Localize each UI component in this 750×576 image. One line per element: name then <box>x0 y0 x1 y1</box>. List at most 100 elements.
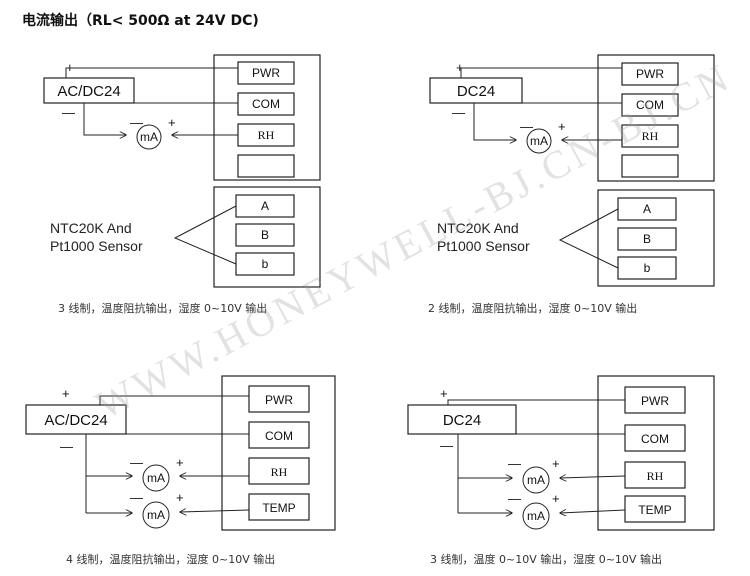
supply-box <box>429 77 523 104</box>
supply-label: DC24 <box>457 83 495 100</box>
terminal-label: COM <box>636 98 664 112</box>
diagram-1: PWR COM RH AC/DC24 + — mA — + A B b NTC2… <box>43 54 321 315</box>
wire-pwr <box>460 67 622 78</box>
terminal-empty <box>621 154 679 178</box>
supply-box <box>407 404 517 435</box>
terminal-label: PWR <box>265 393 293 407</box>
wire-meter-neg <box>473 103 516 140</box>
terminal-pwr <box>621 62 679 86</box>
terminal-label: COM <box>252 97 280 111</box>
minus-sign: — <box>62 105 75 120</box>
diagram-3: PWR COM RH TEMP AC/DC24 + — mA — + mA — … <box>25 375 336 566</box>
sensor-label-line1: NTC20K And <box>437 220 519 236</box>
meter-plus: + <box>168 115 176 130</box>
terminal-label: TEMP <box>638 503 671 517</box>
ma-meter <box>526 128 552 154</box>
terminal-label: PWR <box>252 66 280 80</box>
meter-minus: — <box>130 490 143 505</box>
terminal-label: RH <box>271 465 288 479</box>
page-title: 电流输出（RL< 500Ω at 24V DC) <box>22 13 259 29</box>
meter-plus: + <box>176 490 184 505</box>
wire-temp <box>180 510 250 512</box>
terminal-com <box>248 421 310 449</box>
terminal-com <box>621 93 679 117</box>
sensor-leads <box>558 208 619 269</box>
sensor-terminal-label: B <box>261 228 269 242</box>
meter-plus: + <box>552 456 560 471</box>
plus-sign: + <box>440 386 448 401</box>
wire-pwr <box>65 67 238 78</box>
terminal-temp <box>248 493 310 521</box>
wire-temp <box>560 510 626 513</box>
sensor-terminal-label: b <box>644 261 651 275</box>
caption: 2 线制，温度阻抗输出，湿度 0~10V 输出 <box>428 301 637 315</box>
terminal-label: RH <box>258 128 275 142</box>
ma-meter-label: mA <box>140 130 158 144</box>
sensor-block <box>213 186 321 288</box>
terminal-rh <box>624 461 686 489</box>
sensor-terminal-label: B <box>643 232 651 246</box>
supply-box <box>25 404 127 435</box>
supply-label: AC/DC24 <box>44 412 107 429</box>
terminal-label: COM <box>641 432 669 446</box>
supply-label: DC24 <box>443 412 481 429</box>
sensor-terminal-b <box>617 227 677 251</box>
terminal-block <box>221 375 336 531</box>
terminal-com <box>237 92 295 116</box>
terminal-rh <box>248 457 310 485</box>
sensor-terminal-b <box>235 223 295 247</box>
plus-sign: + <box>62 386 70 401</box>
meter-minus: — <box>130 455 143 470</box>
ma-meter-label: mA <box>527 473 545 487</box>
sensor-terminal-label: b <box>262 257 269 271</box>
sensor-terminal-label: A <box>643 202 651 216</box>
sensor-label-line2: Pt1000 Sensor <box>50 238 143 254</box>
sensor-terminal-label: A <box>261 199 269 213</box>
sensor-block <box>597 189 715 287</box>
terminal-empty <box>237 154 295 178</box>
ma-meter-label: mA <box>527 509 545 523</box>
ma-meter-label: mA <box>530 134 548 148</box>
terminal-rh <box>621 124 679 148</box>
minus-sign: — <box>60 439 73 454</box>
wire-pwr <box>99 395 249 405</box>
minus-sign: — <box>452 105 465 120</box>
terminal-block <box>597 375 715 531</box>
terminal-label: TEMP <box>262 501 295 515</box>
meter-plus: + <box>552 491 560 506</box>
sensor-label-line1: NTC20K And <box>50 220 132 236</box>
terminal-pwr <box>237 61 295 85</box>
terminal-label: RH <box>642 129 659 143</box>
ma-meter-rh <box>522 466 550 494</box>
terminal-temp <box>624 495 686 523</box>
meter-minus: — <box>520 119 533 134</box>
terminal-label: PWR <box>636 67 664 81</box>
terminal-label: PWR <box>641 394 669 408</box>
terminal-block <box>597 54 715 182</box>
sensor-leads <box>173 205 237 265</box>
meter-minus: — <box>130 115 143 130</box>
ma-meter-temp <box>142 501 170 529</box>
ma-meter-label: mA <box>147 471 165 485</box>
terminal-block <box>213 54 321 181</box>
terminal-label: COM <box>265 429 293 443</box>
meter-minus: — <box>508 491 521 506</box>
meter-plus: + <box>176 455 184 470</box>
ma-meter-temp <box>522 502 550 530</box>
sensor-label-line2: Pt1000 Sensor <box>437 238 530 254</box>
supply-label: AC/DC24 <box>57 83 120 100</box>
caption: 3 线制，温度 0~10V 输出，湿度 0~10V 输出 <box>430 552 662 566</box>
ma-meter <box>136 124 162 150</box>
ma-meter-rh <box>142 464 170 492</box>
caption: 3 线制，温度阻抗输出，湿度 0~10V 输出 <box>58 301 267 315</box>
caption: 4 线制，温度阻抗输出，湿度 0~10V 输出 <box>66 552 275 566</box>
diagram-2: PWR COM RH DC24 + — mA — + A B b NTC20K … <box>428 54 715 315</box>
diagram-4: PWR COM RH TEMP DC24 + — mA — + mA — + 3… <box>407 375 715 566</box>
wire-meter-neg <box>83 103 126 135</box>
wire-rh <box>560 476 626 478</box>
terminal-com <box>624 424 686 452</box>
wire-pwr <box>447 399 625 405</box>
meter-minus: — <box>508 456 521 471</box>
meter-plus: + <box>558 119 566 134</box>
